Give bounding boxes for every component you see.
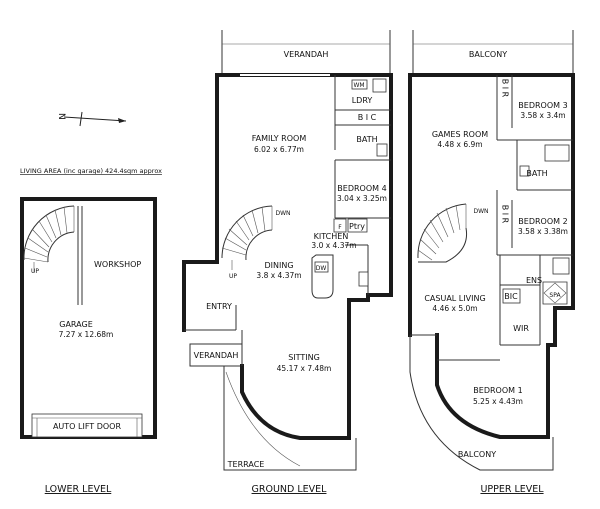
bedroom4-label: BEDROOM 4 bbox=[337, 184, 386, 193]
garage-dim: 7.27 x 12.68m bbox=[59, 330, 114, 339]
bedroom1-label: BEDROOM 1 bbox=[473, 386, 522, 395]
upper-bath-label: BATH bbox=[526, 169, 547, 178]
casual-living-dim: 4.46 x 5.0m bbox=[432, 304, 477, 313]
ground-level-plan: VERANDAH WM LDRY B I C BATH FAMILY ROOM … bbox=[182, 30, 393, 495]
entry-label: ENTRY bbox=[206, 302, 232, 311]
ground-stair bbox=[221, 205, 273, 270]
dw-label: DW bbox=[316, 265, 327, 272]
bedroom3-dim: 3.58 x 3.4m bbox=[520, 111, 565, 120]
ground-stair-dn: DWN bbox=[275, 210, 290, 217]
wm-label: WM bbox=[353, 82, 364, 89]
bedroom4-dim: 3.04 x 3.25m bbox=[337, 194, 387, 203]
fridge-label: F bbox=[338, 224, 342, 231]
upper-bic-label: BIC bbox=[504, 292, 518, 301]
workshop-label: WORKSHOP bbox=[94, 260, 141, 269]
spa-label: SPA bbox=[549, 292, 561, 299]
bedroom1-dim: 5.25 x 4.43m bbox=[473, 397, 523, 406]
dining-label: DINING bbox=[264, 261, 293, 270]
bedroom2-label: BEDROOM 2 bbox=[518, 217, 567, 226]
games-room-dim: 4.48 x 6.9m bbox=[437, 140, 482, 149]
casual-living-label: CASUAL LIVING bbox=[424, 294, 485, 303]
kitchen-label: KITCHEN bbox=[314, 232, 349, 241]
living-area-note: LIVING AREA (inc garage) 424.4sqm approx bbox=[20, 167, 162, 175]
terrace-label: TERRACE bbox=[227, 460, 265, 469]
bedroom3-label: BEDROOM 3 bbox=[518, 101, 567, 110]
lower-stair-up: UP bbox=[31, 268, 39, 275]
sitting-dim: 45.17 x 7.48m bbox=[277, 364, 332, 373]
upper-level-title: UPPER LEVEL bbox=[480, 484, 544, 495]
upper-bir-mid: B I R bbox=[501, 205, 510, 224]
bedroom2-dim: 3.58 x 3.38m bbox=[518, 227, 568, 236]
garage-label: GARAGE bbox=[59, 320, 93, 329]
upper-balcony-top: BALCONY bbox=[469, 50, 507, 59]
ground-level-title: GROUND LEVEL bbox=[252, 484, 328, 495]
upper-level-plan: BALCONY B I R BEDROOM 3 3.58 x 3.4m GAME… bbox=[408, 30, 575, 495]
upper-stair bbox=[417, 203, 468, 263]
dining-dim: 3.8 x 4.37m bbox=[256, 271, 301, 280]
north-compass: N bbox=[56, 111, 127, 127]
games-room-label: GAMES ROOM bbox=[432, 130, 488, 139]
pantry-label: Ptry bbox=[349, 222, 365, 231]
lower-level-plan: UP WORKSHOP GARAGE 7.27 x 12.68m AUTO LI… bbox=[20, 197, 157, 495]
upper-bir-top: B I R bbox=[501, 79, 510, 98]
family-room-label: FAMILY ROOM bbox=[252, 134, 307, 143]
family-room-dim: 6.02 x 6.77m bbox=[254, 145, 304, 154]
auto-lift-door-label: AUTO LIFT DOOR bbox=[53, 422, 122, 431]
ground-bic-label: B I C bbox=[358, 113, 377, 122]
kitchen-dim: 3.0 x 4.37m bbox=[311, 241, 356, 250]
ground-verandah-side: VERANDAH bbox=[194, 351, 239, 360]
ground-verandah-top: VERANDAH bbox=[284, 50, 329, 59]
upper-balcony-bottom: BALCONY bbox=[458, 450, 496, 459]
upper-stair-dn: DWN bbox=[473, 208, 488, 215]
wir-label: WIR bbox=[513, 324, 529, 333]
lower-level-title: LOWER LEVEL bbox=[45, 484, 112, 495]
lower-stair bbox=[23, 205, 75, 272]
ens-label: ENS bbox=[526, 276, 542, 285]
ground-stair-up: UP bbox=[229, 273, 237, 280]
ground-bath-label: BATH bbox=[356, 135, 377, 144]
sitting-label: SITTING bbox=[288, 353, 320, 362]
compass-north-label: N bbox=[56, 113, 66, 120]
laundry-label: LDRY bbox=[352, 96, 373, 105]
